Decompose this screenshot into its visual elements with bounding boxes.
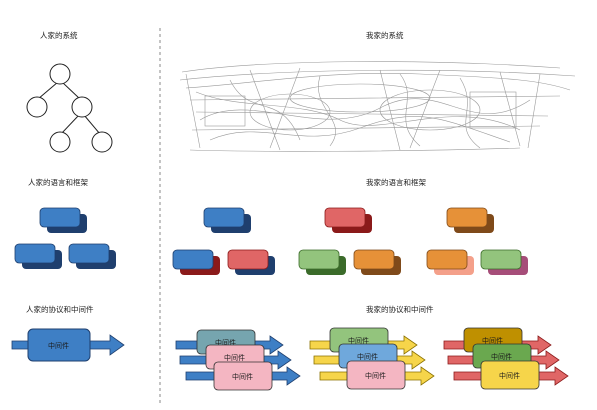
right-middleware-cluster-2: 中间件 中间件 中间件: [309, 327, 435, 390]
tree-node-right-leaf: [91, 131, 113, 153]
right-middleware-cluster-1: 中间件 中间件 中间件: [175, 329, 301, 391]
svg-text:中间件: 中间件: [357, 352, 378, 361]
left-middleware-label: 中间件: [48, 341, 69, 350]
tree-node-root: [49, 63, 71, 85]
svg-text:中间件: 中间件: [482, 336, 503, 345]
svg-text:中间件: 中间件: [491, 352, 512, 361]
tree-node-left: [26, 96, 48, 118]
right-lang-group-1: [172, 207, 275, 275]
svg-text:中间件: 中间件: [365, 371, 386, 380]
right-middleware-cluster-3: 中间件 中间件 中间件: [443, 327, 569, 390]
right-system-title: 我家的系统: [366, 30, 404, 40]
right-lang-title: 我家的语言和框架: [366, 177, 426, 187]
left-system-tree: [26, 63, 113, 153]
left-system-title: 人家的系统: [40, 30, 78, 40]
left-lang-title: 人家的语言和框架: [28, 177, 88, 187]
svg-text:中间件: 中间件: [348, 336, 369, 345]
svg-text:中间件: 中间件: [499, 371, 520, 380]
right-lang-group-2: [298, 207, 401, 275]
left-protocol-title: 人家的协议和中间件: [26, 304, 94, 314]
right-lang-group-3: [426, 207, 528, 275]
right-protocol-title: 我家的协议和中间件: [366, 304, 434, 314]
svg-text:中间件: 中间件: [224, 353, 245, 362]
svg-text:中间件: 中间件: [232, 372, 253, 381]
svg-text:中间件: 中间件: [215, 338, 236, 347]
left-middleware-box: [27, 328, 91, 362]
left-middleware: 中间件: [11, 328, 125, 362]
left-lang-blocks: [14, 207, 116, 269]
tree-node-left-leaf: [49, 131, 71, 153]
tree-node-right: [71, 96, 93, 118]
right-system-sketch: [179, 61, 576, 152]
